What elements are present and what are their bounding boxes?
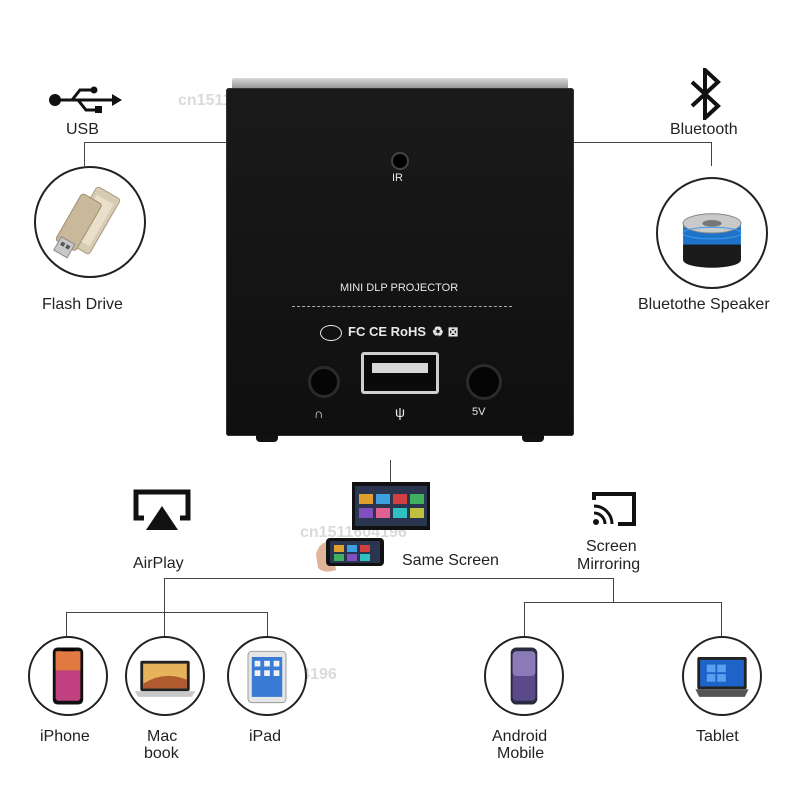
audio-jack	[308, 366, 340, 398]
usb-port-icon: ψ	[395, 404, 405, 420]
android-drop	[524, 602, 525, 636]
ccc-icon	[320, 324, 342, 341]
speaker-image	[656, 177, 768, 289]
macbook-drop	[164, 612, 165, 638]
android-label-line1: Android	[492, 728, 548, 745]
projected-screen-image	[352, 482, 430, 530]
projector-foot-right	[522, 435, 544, 442]
bluetooth-connector-line	[574, 142, 712, 143]
tablet-drop	[721, 602, 722, 636]
iphone-image	[28, 636, 108, 716]
projector-connector-drop	[390, 460, 391, 484]
airplay-label: AirPlay	[133, 555, 184, 572]
bluetooth-icon	[690, 68, 721, 120]
usb-connector-drop	[84, 142, 85, 166]
usb-port	[361, 352, 439, 394]
bluetooth-label: Bluetooth	[670, 121, 738, 138]
ir-label: IR	[392, 172, 403, 184]
bluetooth-connector-drop	[711, 142, 712, 166]
tablet-label: Tablet	[696, 728, 739, 745]
macbook-label-line2: book	[144, 745, 179, 762]
certification-text: FC CE RoHS	[348, 324, 426, 339]
projector-foot-left	[256, 435, 278, 442]
hand-phone-image	[316, 538, 384, 572]
weee-icon: ⊠	[447, 324, 459, 339]
other-devices-line	[524, 602, 722, 603]
macbook-image	[125, 636, 205, 716]
airplay-icon	[133, 489, 191, 530]
android-image	[484, 636, 564, 716]
certification-marks: FC CE RoHS ♻⊠	[320, 324, 459, 341]
iphone-drop	[66, 612, 67, 638]
power-label: 5V	[472, 406, 486, 418]
mirroring-connector-drop	[613, 578, 614, 602]
screen-mirroring-icon	[592, 492, 636, 526]
ipad-image	[227, 636, 307, 716]
airplay-connector-drop	[164, 578, 165, 612]
usb-label: USB	[66, 121, 99, 138]
speaker-label: Bluetothe Speaker	[638, 296, 770, 313]
middle-connector-line	[164, 578, 614, 579]
ipad-label: iPad	[249, 728, 282, 745]
usb-connector-line	[84, 142, 228, 143]
headphone-icon: ∩	[314, 406, 324, 421]
iphone-label: iPhone	[40, 728, 90, 745]
projector-dashed-divider	[292, 306, 512, 307]
projector-model: MINI DLP PROJECTOR	[340, 282, 459, 294]
screen-mirroring-label-line2: Mirroring	[577, 556, 641, 573]
same-screen-label: Same Screen	[402, 552, 499, 569]
ipad-drop	[267, 612, 268, 638]
apple-devices-line	[66, 612, 268, 613]
android-label-line2: Mobile	[497, 745, 545, 762]
flash-drive-image	[34, 166, 146, 278]
usb-icon	[49, 86, 122, 113]
power-jack	[466, 364, 502, 400]
macbook-label-line1: Mac	[147, 728, 178, 745]
tablet-image	[682, 636, 762, 716]
flash-drive-label: Flash Drive	[42, 296, 123, 313]
recycle-icon: ♻	[432, 324, 444, 339]
screen-mirroring-label-line1: Screen	[586, 538, 637, 555]
ir-sensor	[391, 152, 409, 170]
